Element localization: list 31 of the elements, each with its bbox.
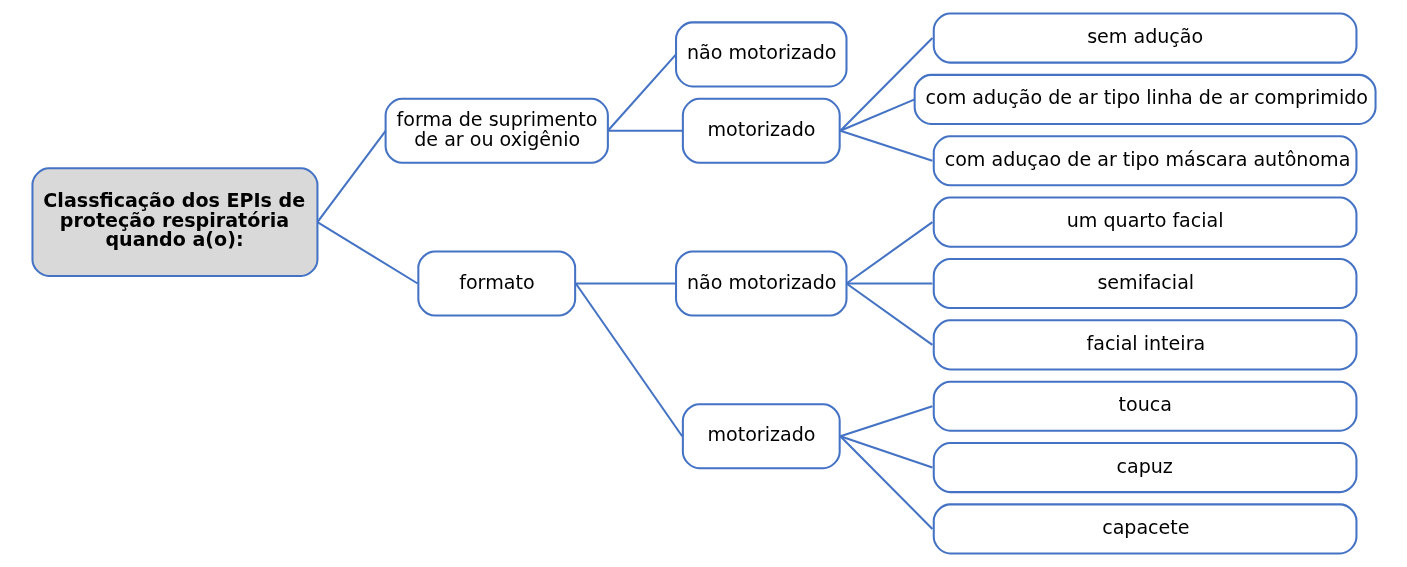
node-box: com adução de ar tipo linha de ar comprimido bbox=[913, 73, 1377, 125]
node-box: com aduçao de ar tipo máscara autônoma bbox=[932, 135, 1357, 187]
connector bbox=[574, 282, 683, 437]
node-box: não motorizado bbox=[674, 250, 847, 317]
node-box: capuz bbox=[932, 442, 1357, 494]
connector bbox=[839, 405, 933, 438]
node-box: um quarto facial bbox=[932, 196, 1357, 248]
connector bbox=[575, 282, 676, 285]
node-box: Classficação dos EPIs de proteção respiratória quando a(o): bbox=[30, 167, 318, 278]
connector bbox=[839, 435, 933, 469]
node-box: capacete bbox=[932, 503, 1357, 555]
node-box: forma de suprimento de ar ou oxigênio bbox=[384, 97, 609, 164]
connector bbox=[839, 37, 933, 132]
connector bbox=[839, 98, 915, 132]
node-box: facial inteira bbox=[932, 319, 1357, 371]
connector bbox=[839, 129, 933, 162]
node-box: motorizado bbox=[681, 97, 841, 164]
connector bbox=[839, 435, 933, 530]
connector bbox=[316, 221, 418, 285]
node-box: sem adução bbox=[932, 12, 1357, 64]
connector bbox=[846, 282, 932, 285]
connector bbox=[606, 53, 677, 132]
node-box: touca bbox=[932, 380, 1357, 432]
connector bbox=[316, 130, 386, 223]
node-box: formato bbox=[416, 250, 576, 317]
node-box: não motorizado bbox=[674, 21, 847, 88]
node-box: motorizado bbox=[681, 403, 841, 470]
node-box: semifacial bbox=[932, 257, 1357, 310]
connector bbox=[845, 282, 933, 346]
connector bbox=[607, 129, 682, 132]
connector bbox=[845, 221, 933, 285]
